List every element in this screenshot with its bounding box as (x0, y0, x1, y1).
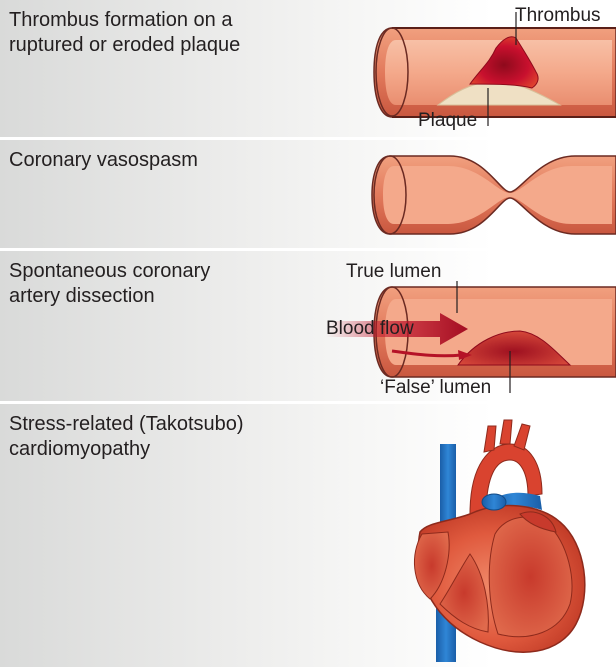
left-atrium (519, 511, 557, 533)
panel-thrombus-formation: Thrombus formation on a ruptured or erod… (0, 0, 616, 137)
heart-illustration (413, 419, 586, 662)
right-atrium (413, 531, 450, 600)
thrombus-shape (469, 36, 539, 89)
panel-title-dissection: Spontaneous coronary artery dissection (9, 260, 211, 307)
constricted-vessel (371, 155, 616, 235)
right-ventricle (439, 553, 489, 633)
panel-coronary-dissection: Spontaneous coronary artery dissection (0, 251, 616, 401)
panel-coronary-vasospasm: Coronary vasospasm (0, 140, 616, 248)
label-blood-flow: Blood flow (326, 318, 414, 339)
pulmonary-vein (481, 493, 507, 511)
heart (413, 419, 586, 662)
panel-title-thrombus: Thrombus formation on a ruptured or erod… (9, 9, 241, 56)
blood-flow-arrow (326, 313, 468, 345)
false-lumen-shape (457, 330, 572, 366)
aortic-arch (469, 443, 543, 517)
panel-takotsubo-cardiomyopathy: Stress-related (Takotsubo) cardiomyopath… (0, 404, 616, 667)
panel-title-takotsubo: Stress-related (Takotsubo) cardiomyopath… (9, 413, 244, 460)
ruptured-plaque-illustration (373, 12, 616, 126)
panel-title-vasospasm: Coronary vasospasm (9, 149, 198, 171)
false-lumen-flow-arrow (391, 349, 463, 358)
label-false-lumen: ‘False’ lumen (380, 377, 492, 398)
vasospasm-illustration (371, 155, 616, 235)
label-thrombus: Thrombus (515, 5, 601, 26)
label-plaque: Plaque (418, 110, 478, 131)
dissection-illustration (326, 281, 616, 393)
label-true-lumen: True lumen (346, 261, 442, 282)
